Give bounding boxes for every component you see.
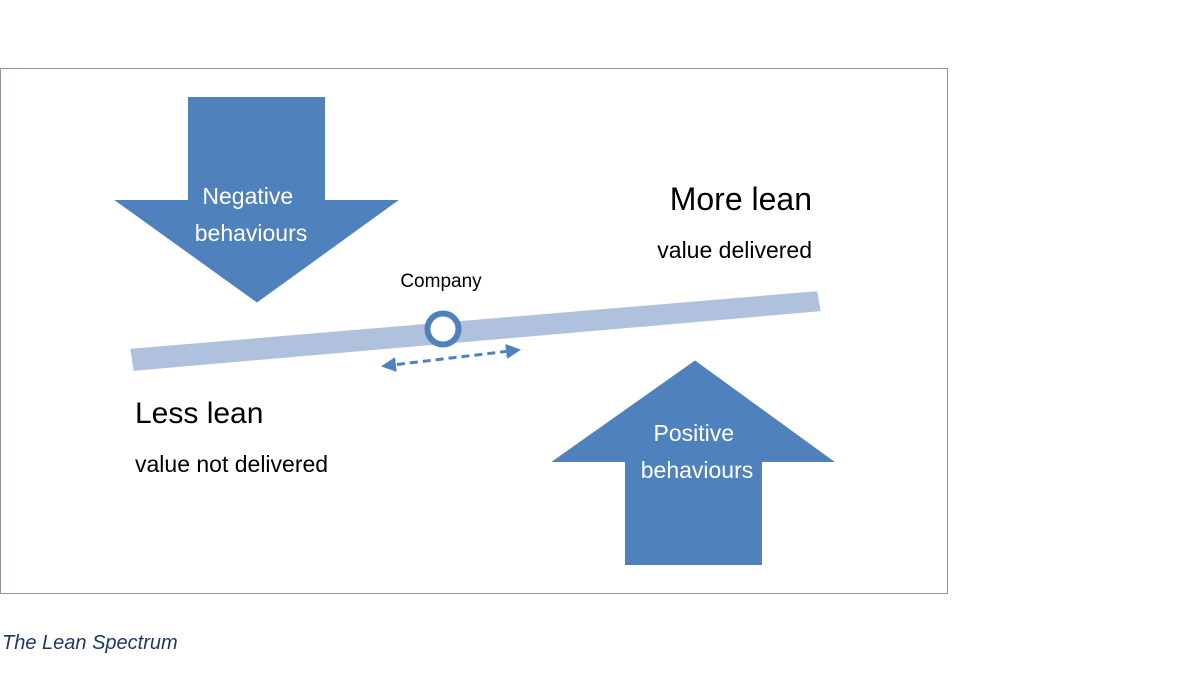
movement-double-arrow: [381, 343, 521, 373]
negative-arrow-label-line1: Negative: [202, 183, 293, 209]
less-lean-subtitle: value not delivered: [135, 451, 328, 477]
positive-arrow-label-line2: behaviours: [641, 457, 754, 483]
less-lean-title: Less lean: [135, 397, 263, 430]
negative-arrow-label-line2: behaviours: [195, 220, 308, 246]
company-position-marker: [424, 310, 462, 348]
more-lean-subtitle: value delivered: [657, 237, 812, 263]
figure-caption: The Lean Spectrum: [2, 632, 178, 654]
positive-behaviours-arrow: [538, 355, 848, 569]
negative-behaviours-arrow: [101, 93, 412, 308]
lean-spectrum-beam: [125, 286, 826, 376]
negative-arrow-label: Negative behaviours: [195, 183, 308, 246]
company-label: Company: [400, 271, 482, 292]
positive-arrow-label-line1: Positive: [654, 420, 735, 446]
more-lean-title: More lean: [670, 181, 812, 217]
positive-arrow-label: Positive behaviours: [641, 420, 754, 483]
